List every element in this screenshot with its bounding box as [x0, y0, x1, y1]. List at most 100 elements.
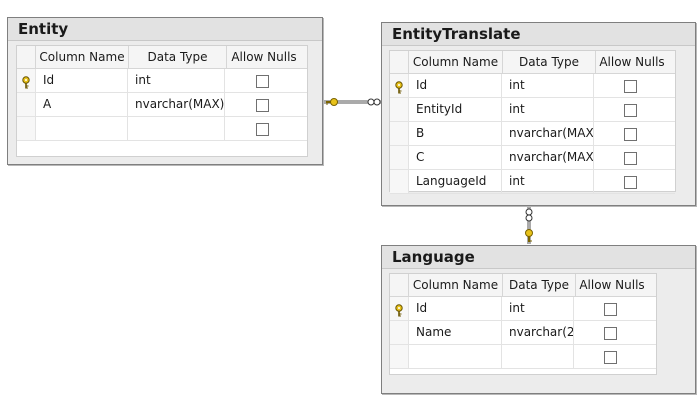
- allow-nulls-cell: [594, 122, 666, 145]
- column-name-header: Column Name: [409, 274, 503, 296]
- data-type-cell[interactable]: nvarchar(MAX): [502, 146, 594, 169]
- allow-nulls-header: Allow Nulls: [231, 50, 297, 64]
- column-name-cell[interactable]: A: [36, 93, 128, 116]
- column-name-cell[interactable]: Id: [36, 69, 128, 92]
- column-name-cell[interactable]: EntityId: [409, 98, 502, 121]
- table-title: Entity: [8, 18, 322, 41]
- data-type-cell[interactable]: int: [502, 98, 594, 121]
- table-row[interactable]: [390, 345, 656, 369]
- allow-nulls-cell: [594, 146, 666, 169]
- column-name-cell[interactable]: C: [409, 146, 502, 169]
- allow-nulls-checkbox[interactable]: [604, 302, 617, 316]
- grid-header: Column Name Data Type Allow Nulls: [17, 46, 307, 69]
- column-name-header: Column Name: [409, 51, 503, 73]
- column-name-cell[interactable]: Id: [409, 74, 502, 97]
- row-selector[interactable]: [17, 93, 36, 116]
- table-title: Language: [382, 246, 695, 269]
- table-entity[interactable]: Entity Column Name Data Type Allow Nulls…: [7, 17, 323, 165]
- data-type-cell[interactable]: int: [502, 170, 594, 193]
- allow-nulls-checkbox[interactable]: [624, 151, 637, 165]
- allow-nulls-checkbox[interactable]: [604, 326, 617, 340]
- allow-nulls-cell: [225, 117, 299, 140]
- allow-nulls-cell: [225, 69, 299, 92]
- data-type-header: Data Type: [503, 51, 596, 73]
- column-name-cell[interactable]: [36, 117, 128, 140]
- data-type-header: Data Type: [129, 46, 227, 68]
- allow-nulls-cell: [574, 297, 646, 320]
- table-row[interactable]: [17, 117, 307, 141]
- allow-nulls-cell: [574, 345, 646, 368]
- primary-key-icon: [394, 79, 404, 97]
- table-title: EntityTranslate: [382, 23, 695, 46]
- allow-nulls-checkbox[interactable]: [624, 175, 637, 189]
- row-selector[interactable]: [390, 122, 409, 145]
- table-entitytranslate[interactable]: EntityTranslate Column Name Data Type Al…: [381, 22, 696, 206]
- row-selector[interactable]: [390, 321, 409, 344]
- data-type-cell[interactable]: int: [128, 69, 225, 92]
- allow-nulls-checkbox[interactable]: [256, 74, 269, 88]
- column-name-cell[interactable]: Id: [409, 297, 502, 320]
- data-type-cell[interactable]: nvarchar(MAX): [128, 93, 225, 116]
- row-selector[interactable]: [390, 74, 409, 97]
- data-type-cell[interactable]: nvarchar(2): [502, 321, 574, 344]
- primary-key-icon: [394, 302, 404, 320]
- relationship-entity-entitytranslate[interactable]: [322, 98, 381, 106]
- allow-nulls-checkbox[interactable]: [624, 79, 637, 93]
- data-type-cell[interactable]: int: [502, 297, 574, 320]
- key-icon: [326, 98, 338, 106]
- grid-header: Column Name Data Type Allow Nulls: [390, 274, 656, 297]
- allow-nulls-header: Allow Nulls: [599, 55, 665, 69]
- data-type-cell[interactable]: int: [502, 74, 594, 97]
- row-selector[interactable]: [390, 297, 409, 320]
- allow-nulls-checkbox[interactable]: [624, 127, 637, 141]
- relationship-entitytranslate-language[interactable]: [525, 205, 533, 244]
- data-type-cell[interactable]: [128, 117, 225, 140]
- infinity-icon: [525, 208, 533, 222]
- row-selector[interactable]: [17, 69, 36, 92]
- allow-nulls-checkbox[interactable]: [256, 98, 269, 112]
- allow-nulls-cell: [574, 321, 646, 344]
- allow-nulls-checkbox[interactable]: [604, 350, 617, 364]
- row-selector-header: [17, 46, 36, 68]
- allow-nulls-cell: [225, 93, 299, 116]
- column-name-header: Column Name: [36, 46, 129, 68]
- row-selector-header: [390, 51, 409, 73]
- data-type-header: Data Type: [503, 274, 576, 296]
- allow-nulls-header: Allow Nulls: [579, 278, 645, 292]
- allow-nulls-checkbox[interactable]: [256, 122, 269, 136]
- column-name-cell[interactable]: Name: [409, 321, 502, 344]
- allow-nulls-checkbox[interactable]: [624, 103, 637, 117]
- column-name-cell[interactable]: B: [409, 122, 502, 145]
- grid-header: Column Name Data Type Allow Nulls: [390, 51, 675, 74]
- key-icon: [525, 229, 533, 242]
- row-selector-header: [390, 274, 409, 296]
- data-type-cell[interactable]: [502, 345, 574, 368]
- row-selector[interactable]: [390, 98, 409, 121]
- allow-nulls-cell: [594, 170, 666, 193]
- row-selector[interactable]: [17, 117, 36, 140]
- column-name-cell[interactable]: LanguageId: [409, 170, 502, 193]
- column-name-cell[interactable]: [409, 345, 502, 368]
- row-selector[interactable]: [390, 170, 409, 193]
- allow-nulls-cell: [594, 74, 666, 97]
- primary-key-icon: [21, 74, 31, 92]
- row-selector[interactable]: [390, 345, 409, 368]
- row-selector[interactable]: [390, 146, 409, 169]
- allow-nulls-cell: [594, 98, 666, 121]
- table-language[interactable]: Language Column Name Data Type Allow Nul…: [381, 245, 696, 394]
- data-type-cell[interactable]: nvarchar(MAX): [502, 122, 594, 145]
- infinity-icon: [367, 98, 381, 106]
